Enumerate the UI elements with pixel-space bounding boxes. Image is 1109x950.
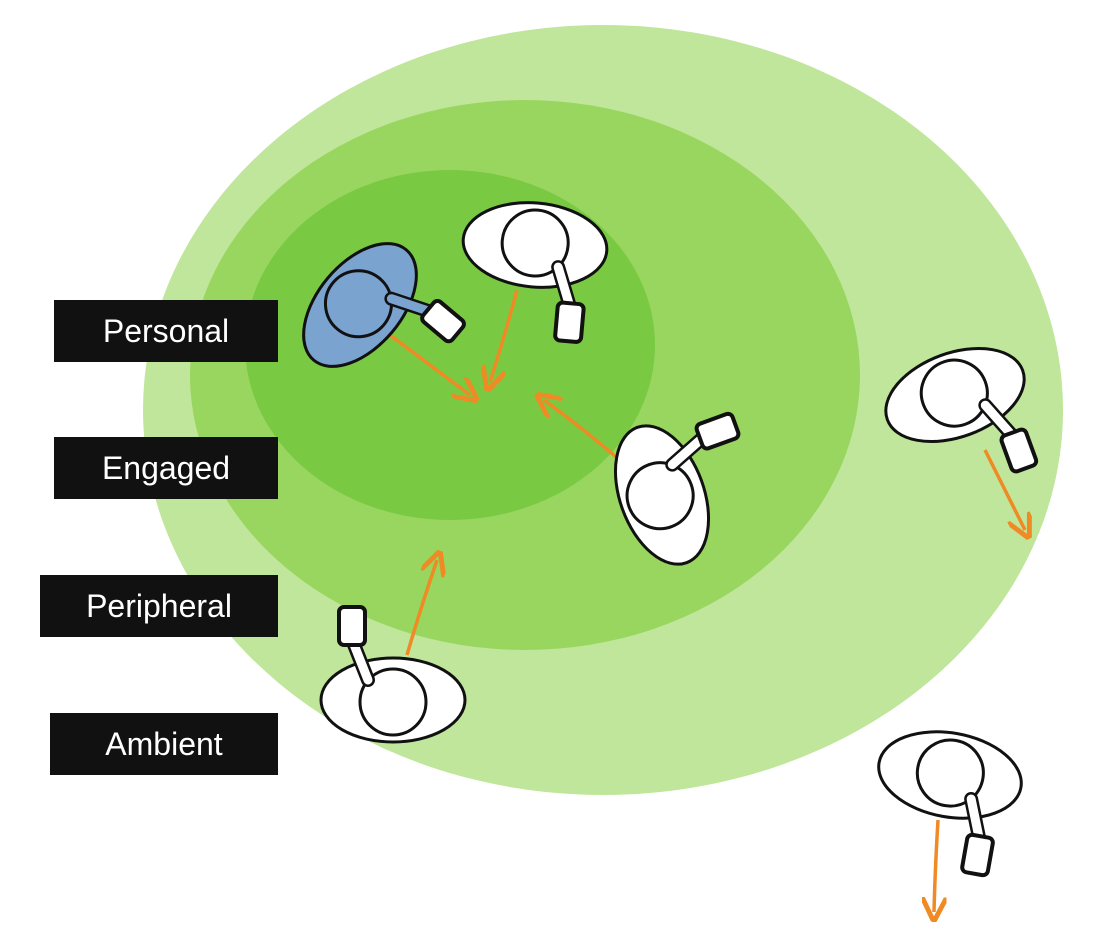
arrow-right-person (983, 449, 1025, 530)
personal-label: Personal (54, 300, 278, 362)
focus-person (302, 242, 466, 368)
peripheral-label: Peripheral (40, 575, 278, 637)
arrow-bottom-right-person (934, 819, 938, 912)
ambient-label: Ambient (50, 713, 278, 775)
person-bottom-right (863, 721, 1028, 879)
arrow-bottom-left-person (405, 560, 437, 656)
arrow-focus-person (388, 333, 470, 395)
arrow-center-right-person (544, 400, 624, 464)
engaged-label: Engaged (54, 437, 278, 499)
arrow-top-person (490, 289, 519, 382)
